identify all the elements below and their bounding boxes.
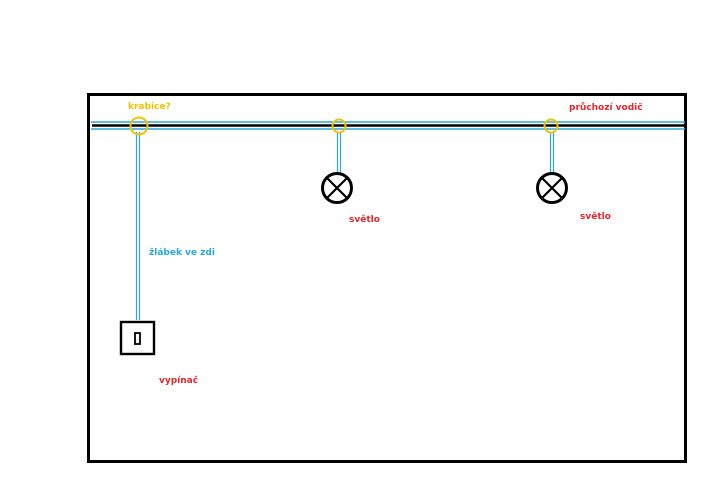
label-light-2: světlo — [580, 211, 611, 222]
label-box: krabice? — [128, 102, 171, 112]
light-drop-1 — [336, 132, 342, 174]
label-through-wire: průchozí vodič — [569, 102, 643, 113]
label-switch: vypínač — [159, 375, 198, 386]
junction-box-main — [129, 116, 149, 136]
label-wall-channel: žlábek ve zdi — [149, 248, 215, 258]
wall-channel — [135, 132, 141, 320]
wall-switch-icon — [119, 320, 156, 356]
label-light-1: světlo — [349, 214, 380, 225]
junction-box-light-2 — [543, 118, 559, 134]
lamp-cross-icon — [536, 172, 568, 204]
room-outline — [87, 93, 687, 463]
light-drop-2 — [549, 132, 555, 174]
ceiling-conduit — [91, 121, 685, 130]
lamp-cross-icon — [321, 172, 353, 204]
junction-box-light-1 — [331, 118, 347, 134]
